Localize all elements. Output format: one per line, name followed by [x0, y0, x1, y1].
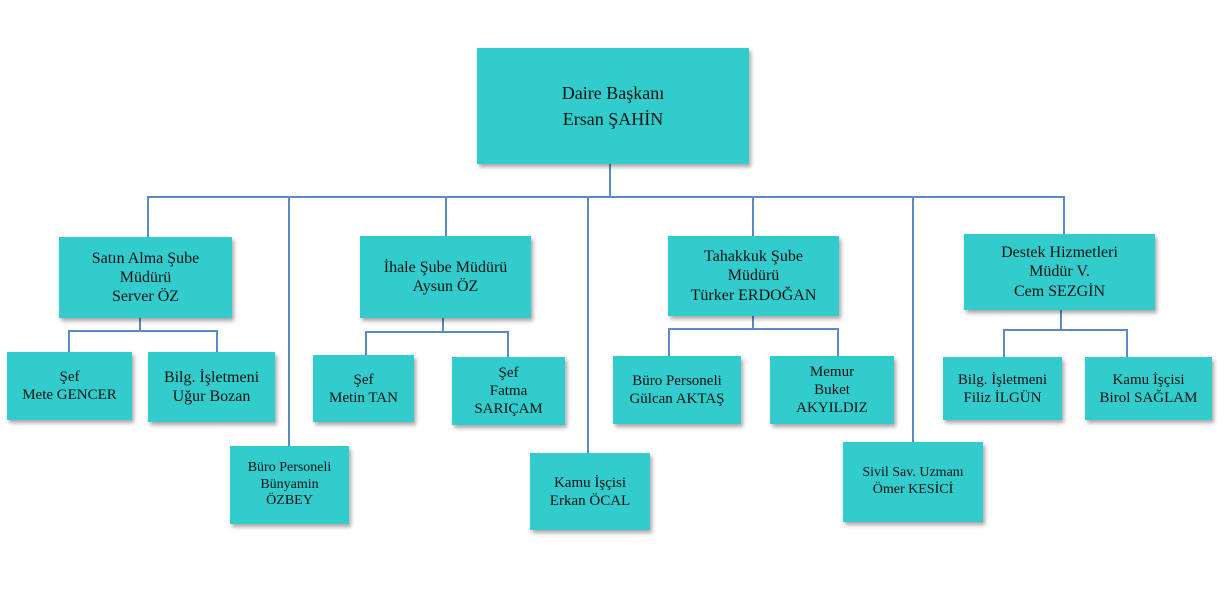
staff-title: Büro Personeli: [632, 373, 722, 389]
unit-name: Cem SEZGİN: [1013, 282, 1106, 300]
connector-destek-stem: [1060, 310, 1062, 330]
connector-head-trunk: [609, 164, 611, 197]
connector-tahakkuk-stem: [752, 316, 754, 328]
connector-tahakkuk-drop: [752, 196, 754, 236]
staff-name: Metin TAN: [329, 389, 398, 406]
connector-ihale-right: [507, 331, 509, 357]
unit-name: Türker ERDOĞAN: [690, 286, 817, 304]
staff-title: Şef: [498, 365, 519, 381]
connector-satin-alma-left: [68, 330, 70, 352]
connector-satin-alma-bus: [68, 330, 218, 332]
unit-title-line: Müdür V.: [1029, 263, 1090, 281]
unit-satin-alma-box: Satın Alma Şube Müdürü Server ÖZ: [59, 237, 232, 318]
connector-ihale-drop: [445, 196, 447, 236]
staff-name: Gülcan AKTAŞ: [629, 391, 725, 407]
connector-satin-alma-stem: [139, 318, 141, 330]
staff-buket-akyildiz-box: Memur Buket AKYILDIZ: [770, 356, 894, 424]
unit-title: İhale Şube Müdürü: [383, 258, 508, 276]
staff-title: Büro Personeli: [247, 459, 332, 475]
staff-title: Şef: [353, 371, 374, 388]
unit-name: Aysun ÖZ: [412, 278, 479, 295]
staff-title: Kamu İşçisi: [553, 474, 627, 491]
unit-ihale-box: İhale Şube Müdürü Aysun ÖZ: [360, 236, 531, 318]
connector-ihale-bus: [365, 331, 509, 333]
unit-title-line: Müdürü: [727, 267, 780, 285]
staff-name-line: Buket: [814, 382, 850, 398]
connector-destek-right: [1126, 329, 1128, 357]
staff-title: Sivil Sav. Uzmanı: [862, 465, 964, 481]
staff-gulcan-aktas-box: Büro Personeli Gülcan AKTAŞ: [613, 356, 741, 424]
connector-satin-alma-right: [216, 330, 218, 352]
connector-tahakkuk-right: [837, 328, 839, 356]
connector-tahakkuk-left: [668, 328, 670, 356]
staff-name: Ömer KESİCİ: [872, 482, 954, 497]
staff-title: Memur: [809, 364, 855, 380]
head-name: Ersan ŞAHİN: [562, 109, 664, 129]
staff-mete-gencer-box: Şef Mete GENCER: [7, 352, 132, 420]
connector-satin-alma-drop: [147, 196, 149, 238]
unit-name: Server ÖZ: [111, 288, 180, 306]
connector-destek-bus: [1003, 329, 1128, 331]
staff-name: Birol SAĞLAM: [1099, 389, 1198, 406]
staff-name: Erkan ÖCAL: [549, 492, 631, 509]
staff-name-line: Fatma: [489, 383, 528, 399]
staff-title: Bilg. İşletmeni: [957, 371, 1048, 388]
staff-omer-kesici-box: Sivil Sav. Uzmanı Ömer KESİCİ: [843, 442, 983, 522]
staff-name-line: AKYILDIZ: [796, 400, 868, 416]
connector-main-bus: [147, 196, 1065, 198]
staff-name: Filiz İLGÜN: [963, 389, 1042, 406]
staff-metin-tan-box: Şef Metin TAN: [313, 355, 414, 422]
unit-title-line: Müdürü: [119, 268, 172, 286]
unit-destek-box: Destek Hizmetleri Müdür V. Cem SEZGİN: [964, 234, 1155, 310]
connector-ihale-stem: [442, 318, 444, 332]
connector-omer-drop: [912, 196, 914, 442]
staff-name-line: SARIÇAM: [474, 401, 543, 417]
head-box: Daire Başkanı Ersan ŞAHİN: [477, 48, 749, 164]
unit-tahakkuk-box: Tahakkuk Şube Müdürü Türker ERDOĞAN: [668, 236, 839, 316]
connector-ihale-left: [365, 331, 367, 355]
unit-title-line: Destek Hizmetleri: [1001, 244, 1118, 262]
connector-bunyamin-drop: [288, 196, 290, 446]
connector-erkan-drop: [587, 196, 589, 453]
connector-tahakkuk-bus: [668, 328, 839, 330]
connector-destek-left: [1003, 329, 1005, 357]
staff-title: Kamu İşçisi: [1112, 371, 1185, 388]
staff-birol-saglam-box: Kamu İşçisi Birol SAĞLAM: [1085, 357, 1212, 420]
unit-title-line: Satın Alma Şube: [91, 249, 200, 267]
staff-bunyamin-ozbey-box: Büro Personeli Bünyamin ÖZBEY: [230, 446, 349, 524]
staff-fatma-saricam-box: Şef Fatma SARIÇAM: [452, 357, 565, 425]
staff-erkan-ocal-box: Kamu İşçisi Erkan ÖCAL: [530, 453, 650, 530]
unit-title-line: Tahakkuk Şube: [704, 248, 803, 266]
head-title: Daire Başkanı: [561, 82, 665, 103]
staff-title: Şef: [59, 369, 80, 385]
staff-filiz-ilgun-box: Bilg. İşletmeni Filiz İLGÜN: [943, 357, 1062, 420]
staff-name-line: ÖZBEY: [266, 493, 313, 509]
staff-title: Bilg. İşletmeni: [163, 368, 260, 386]
staff-name: Mete GENCER: [22, 387, 117, 403]
connector-destek-drop: [1063, 196, 1065, 234]
staff-name-line: Bünyamin: [260, 476, 319, 492]
staff-name: Uğur Bozan: [172, 388, 251, 405]
staff-ugur-bozan-box: Bilg. İşletmeni Uğur Bozan: [148, 352, 275, 422]
